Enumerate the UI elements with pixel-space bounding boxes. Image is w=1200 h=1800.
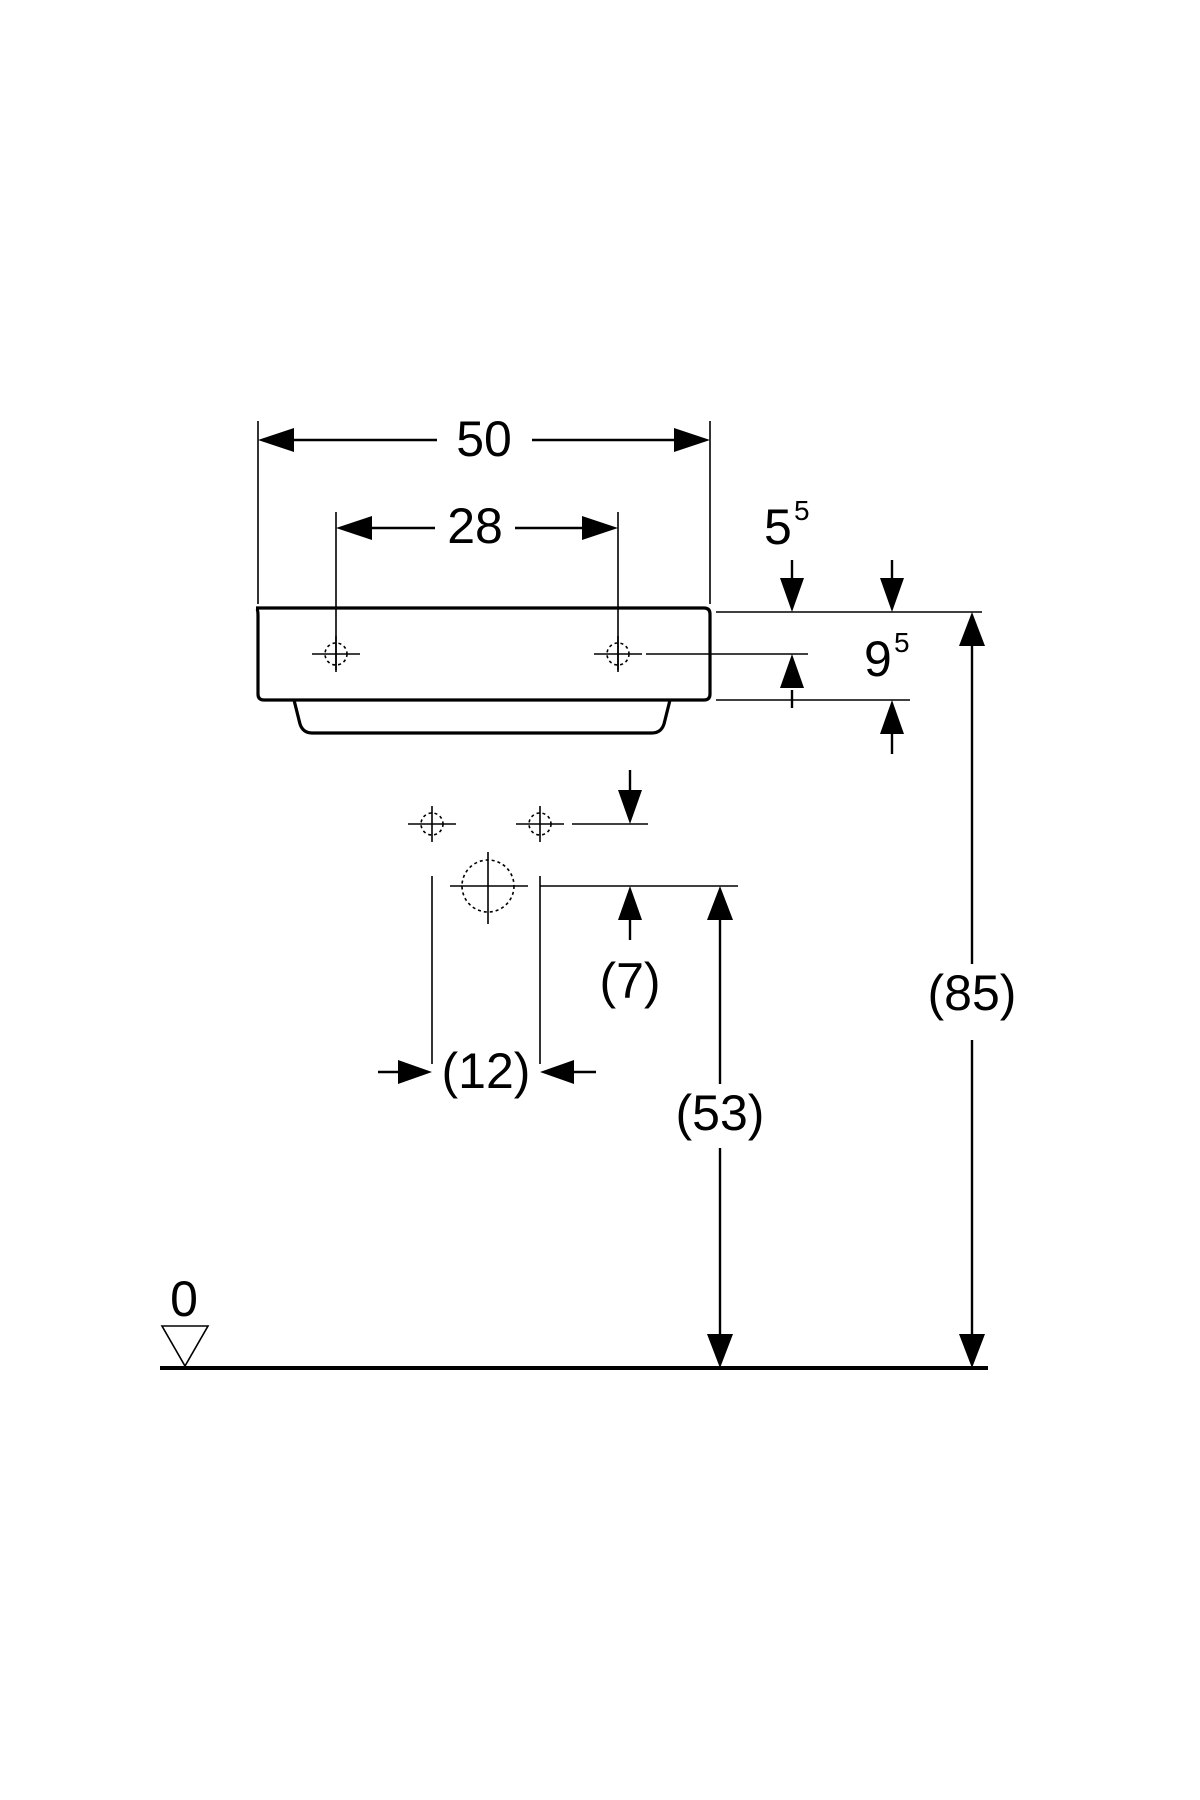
basin-outline <box>255 606 712 735</box>
floor-level: 0 <box>160 1271 988 1370</box>
waste-height-label: (53) <box>676 1085 765 1141</box>
basin-body-height-label: 9 <box>864 631 892 687</box>
rim-height-label: (85) <box>928 965 1017 1021</box>
basin-body-height-sup: 5 <box>894 627 910 658</box>
waste-outlet-marker <box>450 852 738 924</box>
dimension-rim-height: (85) <box>928 612 1017 1368</box>
supply-marker-left <box>408 806 456 842</box>
dimension-waste-height: (53) <box>676 886 765 1368</box>
dimension-overall-width: 50 <box>257 411 711 604</box>
overall-width-label: 50 <box>456 411 512 467</box>
dimension-basin-body-height: 9 5 <box>716 560 910 754</box>
tap-hole-marker-left <box>312 636 360 672</box>
supply-offset-label: (7) <box>599 953 660 1009</box>
tap-hole-from-top-label: 5 <box>764 499 792 555</box>
dimension-supply-offset: (7) <box>599 770 661 1009</box>
tap-hole-spacing-label: 28 <box>447 498 503 554</box>
dimension-supply-spacing: (12) <box>378 876 596 1099</box>
floor-level-label: 0 <box>170 1271 198 1327</box>
supply-marker-right <box>516 806 648 842</box>
supply-spacing-label: (12) <box>442 1043 531 1099</box>
dimension-tap-hole-spacing: 28 <box>335 498 619 670</box>
tap-hole-marker-right <box>594 636 808 672</box>
dimension-tap-hole-from-top: 5 5 <box>716 495 982 708</box>
tap-hole-from-top-sup: 5 <box>794 495 810 526</box>
